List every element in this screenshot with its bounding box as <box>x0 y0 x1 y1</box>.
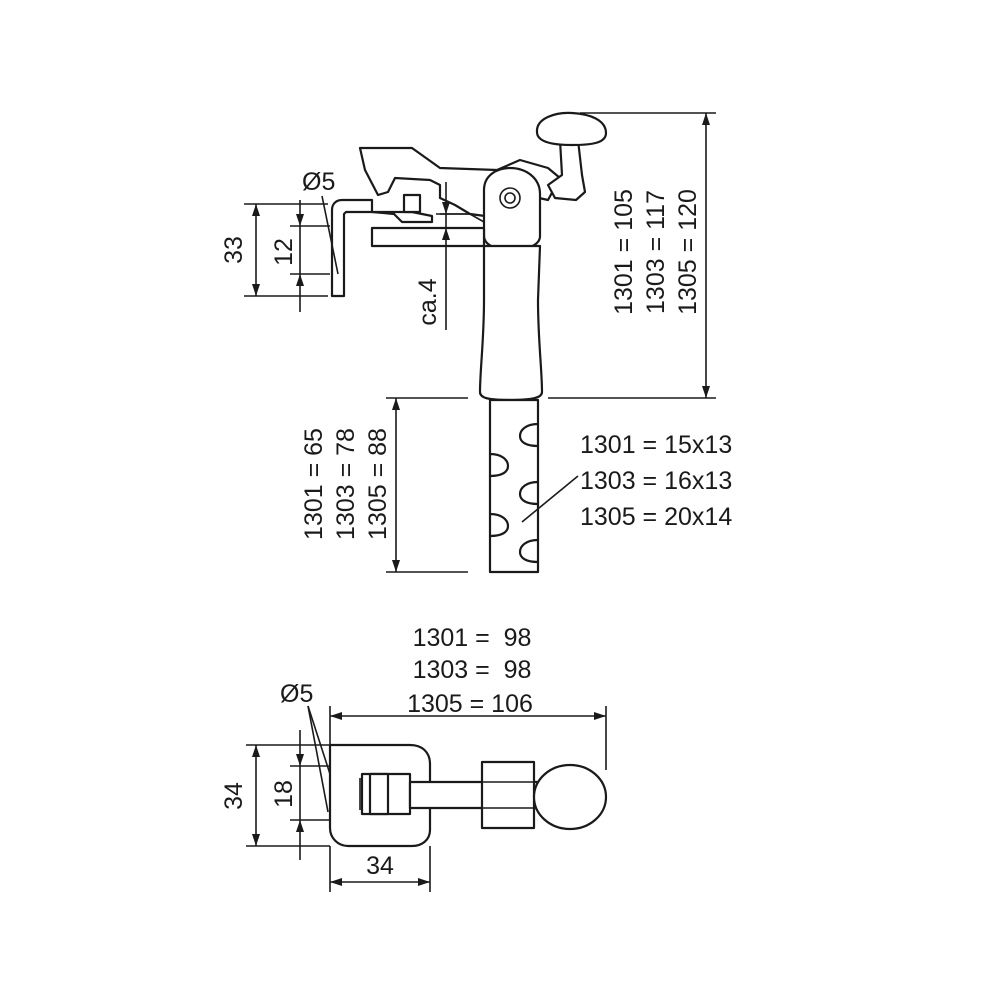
knob-cap <box>535 111 608 147</box>
shaft-dim-1301: 1301 = 65 <box>300 428 328 540</box>
upper-shank <box>478 244 544 402</box>
latch-tab <box>402 193 422 214</box>
latch-hook <box>370 210 434 224</box>
top-view: 1301 = 98 1303 = 98 1305 = 106 Ø5 <box>220 624 608 892</box>
dim18-arrow-bottom <box>296 820 304 832</box>
knob-stem <box>546 138 587 202</box>
dim33-arrow-bottom <box>252 284 260 296</box>
height-dim-1305: 1305 = 120 <box>674 189 702 315</box>
thread-notch-right-2 <box>518 480 540 506</box>
length-dim-1303: 1303 = 98 <box>413 656 532 684</box>
top-dim-outer: 34 <box>220 782 248 810</box>
thread-notches-right <box>518 422 540 448</box>
shaft-arrow-bottom <box>392 560 400 572</box>
arm-collar <box>480 760 536 830</box>
top-knob <box>532 763 608 831</box>
dim33-arrow-top <box>252 204 260 216</box>
side-dim-inner: 12 <box>270 238 298 266</box>
length-arrow-right <box>594 712 606 720</box>
thread-notch-right-3 <box>518 538 540 564</box>
dim34v-arrow-bottom <box>252 834 260 846</box>
side-gap-label: ca.4 <box>414 278 442 325</box>
side-view: Ø5 33 12 ca.4 1301 = 105 1303 = 117 1305… <box>220 111 732 574</box>
section-dim-1305: 1305 = 20x14 <box>580 503 732 531</box>
pivot-pin-outer <box>499 187 521 209</box>
dim18-arrow-top <box>296 754 304 766</box>
thread-notch-left-2 <box>488 512 510 538</box>
top-width-label: 34 <box>366 852 394 880</box>
length-arrow-left <box>330 712 342 720</box>
thread-notch-left-1 <box>488 452 510 478</box>
height-dim-1301: 1301 = 105 <box>610 189 638 315</box>
shaft-arrow-top <box>392 398 400 410</box>
dim34h-arrow-left <box>330 878 342 886</box>
side-diameter-label: Ø5 <box>302 168 335 196</box>
dim34h-arrow-right <box>418 878 430 886</box>
top-diameter-label: Ø5 <box>280 680 313 708</box>
length-dim-1305: 1305 = 106 <box>407 690 533 718</box>
gap-arrow-bottom <box>442 228 450 240</box>
section-dim-1303: 1303 = 16x13 <box>580 467 732 495</box>
pin-rod <box>330 198 374 298</box>
side-dim-outer: 33 <box>220 236 248 264</box>
pivot-pin-inner <box>504 192 516 204</box>
pivot-ring <box>482 166 542 252</box>
dim12-arrow-bottom <box>296 274 304 286</box>
shaft-dim-1305: 1305 = 88 <box>364 428 392 540</box>
side-diameter-leader <box>321 195 339 275</box>
dim12-arrow-top <box>296 214 304 226</box>
height-arrow-top <box>702 113 710 125</box>
dim34v-arrow-top <box>252 745 260 757</box>
base-plate <box>370 226 486 248</box>
height-arrow-bottom <box>702 386 710 398</box>
hinge-pin <box>368 772 390 816</box>
height-dim-1303: 1303 = 117 <box>642 190 670 314</box>
section-leader <box>521 475 579 523</box>
gap-arrow-top <box>442 202 450 214</box>
top-diameter-leader-1 <box>307 705 331 775</box>
section-dim-1301: 1301 = 15x13 <box>580 431 732 459</box>
shaft-dim-1303: 1303 = 78 <box>332 428 360 540</box>
length-dim-1301: 1301 = 98 <box>413 624 532 652</box>
top-diameter-leader-2 <box>307 705 329 813</box>
top-dim-inner: 18 <box>270 780 298 808</box>
